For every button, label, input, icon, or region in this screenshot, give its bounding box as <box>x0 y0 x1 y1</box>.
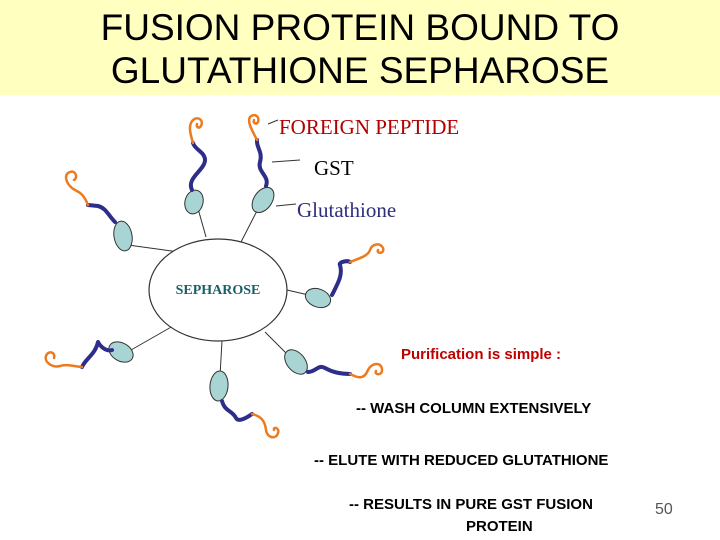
glutathione-oval <box>113 220 133 252</box>
gst-chain <box>80 340 114 369</box>
note-step-3-line-2: PROTEIN <box>466 518 533 535</box>
foreign-peptide-curl <box>348 243 385 264</box>
gst-label: GST <box>314 156 354 180</box>
title-line-1: FUSION PROTEIN BOUND TO <box>100 7 620 48</box>
sepharose-label: SEPHAROSE <box>175 283 261 298</box>
note-step-1: -- WASH COLUMN EXTENSIVELY <box>356 400 592 417</box>
leader-line-glutathione <box>275 203 297 207</box>
sepharose-bead <box>148 238 288 342</box>
leader-line-gst <box>271 159 301 163</box>
foreign-peptide-curl <box>44 351 84 369</box>
notes-heading: Purification is simple : <box>401 346 562 363</box>
gst-chain <box>330 259 352 297</box>
glutathione-oval <box>209 370 229 402</box>
spoke <box>130 325 174 351</box>
foreign-peptide-curl <box>188 117 203 145</box>
glutathione-oval <box>108 341 134 363</box>
foreign-peptide-curl <box>250 412 280 439</box>
note-step-2: -- ELUTE WITH REDUCED GLUTATHIONE <box>314 452 609 469</box>
gst-chain <box>188 141 207 192</box>
gst-chain <box>254 138 269 188</box>
glutathione-label: Glutathione <box>297 198 397 222</box>
glutathione-oval <box>284 349 308 375</box>
spoke <box>127 244 180 253</box>
glutathione-oval <box>184 189 204 215</box>
page-number: 50 <box>655 501 673 518</box>
page-title: FUSION PROTEIN BOUND TO GLUTATHIONE SEPH… <box>0 6 720 92</box>
gst-chain <box>86 203 117 224</box>
foreign-peptide-curl <box>64 170 90 207</box>
title-line-2: GLUTATHIONE SEPHAROSE <box>110 50 610 91</box>
glutathione-oval <box>251 186 275 214</box>
glutathione-oval <box>304 287 332 309</box>
gst-chain <box>306 364 352 376</box>
leader-line-peptide <box>267 119 279 125</box>
gst-chain <box>220 399 254 422</box>
spoke <box>219 340 223 377</box>
title-band <box>0 0 720 95</box>
note-step-3-line-1: -- RESULTS IN PURE GST FUSION <box>349 496 593 513</box>
foreign-peptide-curl <box>247 113 260 142</box>
foreign-peptide-curl <box>348 362 384 379</box>
foreign-peptide-label: FOREIGN PEPTIDE <box>279 115 460 139</box>
